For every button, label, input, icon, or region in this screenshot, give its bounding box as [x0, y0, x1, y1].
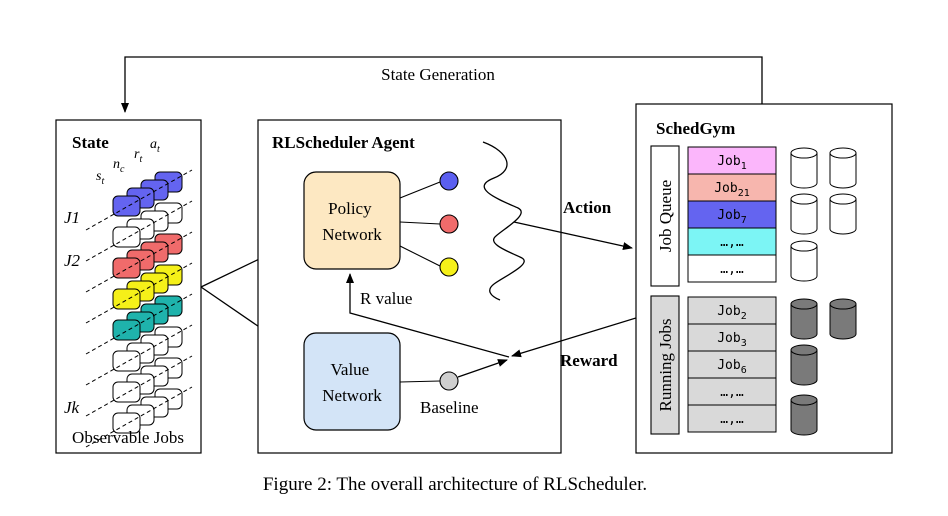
idle-node-icon [790, 193, 818, 235]
observable-jobs-label: Observable Jobs [72, 428, 184, 447]
queue-job-label: Job21 [714, 181, 750, 199]
running-job-cell [687, 350, 777, 379]
r-value-arrow [346, 273, 510, 358]
feature-a: at [150, 137, 160, 155]
baseline-label: Baseline [420, 398, 479, 417]
running-job-cell [687, 296, 777, 325]
probability-distribution-curve [482, 141, 525, 301]
job-feature-cell [112, 350, 141, 372]
job-label-j1: J1 [64, 208, 80, 227]
job-feature-cell [112, 288, 141, 310]
reward-arrow [511, 317, 637, 358]
job-feature-cell [112, 257, 141, 279]
schedgym-title: SchedGym [656, 119, 735, 138]
running-job-label: Job3 [717, 331, 747, 349]
job-row-guide-line [85, 262, 193, 324]
queue-job-label: …,… [720, 235, 744, 250]
cluster-nodes [790, 147, 857, 436]
running-job-cell [687, 404, 777, 433]
job-row-guide-line [85, 231, 193, 293]
job-feature-cell [112, 319, 141, 341]
running-job-label: …,… [720, 385, 744, 400]
value-network-label: Value Network [322, 360, 382, 405]
reward-label: Reward [560, 351, 618, 370]
policy-network-label: Policy Network [322, 199, 382, 244]
job-row-guide-line [85, 293, 193, 355]
running-jobs-label: Running Jobs [656, 318, 675, 411]
job-label-j2: J2 [64, 251, 81, 270]
value-network-box [303, 332, 401, 431]
feature-s: st [96, 169, 104, 187]
idle-node-icon [829, 193, 857, 235]
state-generation-arrow [121, 56, 763, 113]
idle-node-icon [829, 147, 857, 189]
queue-job-cell [687, 254, 777, 283]
job-row-guide-line [85, 324, 193, 386]
busy-node-icon [790, 298, 818, 340]
policy-to-dot-line-1 [399, 181, 441, 199]
queue-job-label: Job1 [717, 154, 747, 172]
job-queue-label: Job Queue [656, 180, 675, 252]
policy-network-box [303, 171, 401, 270]
policy-to-dot-line-3 [399, 245, 441, 267]
busy-node-icon [790, 394, 818, 436]
policy-to-dot-line-2 [399, 221, 441, 225]
running-job-cell [687, 323, 777, 352]
agent-title: RLScheduler Agent [272, 133, 415, 152]
job-row-guide-line [85, 386, 193, 448]
baseline-dot [439, 371, 459, 391]
action-label: Action [563, 198, 612, 217]
action-arrow [513, 221, 633, 250]
idle-node-icon [790, 147, 818, 189]
running-job-label: …,… [720, 412, 744, 427]
job-row-guide-line [85, 355, 193, 417]
idle-node-icon [790, 240, 818, 282]
observable-jobs-stack [85, 169, 193, 448]
output-dot-yellow [439, 257, 459, 277]
value-to-baseline-line [399, 380, 441, 383]
output-dot-red [439, 214, 459, 234]
figure-caption: Figure 2: The overall architecture of RL… [263, 474, 647, 495]
queue-job-label: …,… [720, 262, 744, 277]
running-job-label: Job6 [717, 358, 747, 376]
queue-job-label: Job7 [717, 208, 747, 226]
job-row-guide-line [85, 200, 193, 262]
job-feature-cell [112, 226, 141, 248]
baseline-to-reward-arrow [457, 359, 508, 378]
running-job-cell [687, 377, 777, 406]
job-feature-cell [112, 195, 141, 217]
state-title: State [72, 133, 109, 152]
job-feature-cell [112, 381, 141, 403]
queue-job-cell [687, 173, 777, 202]
output-dot-blue [439, 171, 459, 191]
job-queue-label-box [650, 145, 680, 287]
feature-r: rt [134, 147, 142, 165]
busy-node-icon [790, 344, 818, 386]
running-jobs-label-box [650, 295, 680, 435]
job-row-guide-line [85, 169, 193, 231]
state-generation-label: State Generation [381, 65, 495, 84]
busy-node-icon [829, 298, 857, 340]
r-value-label: R value [360, 289, 412, 308]
job-label-jk: Jk [64, 398, 80, 417]
running-job-label: Job2 [717, 304, 747, 322]
queue-job-cell [687, 227, 777, 256]
feature-n: nc [113, 157, 125, 175]
